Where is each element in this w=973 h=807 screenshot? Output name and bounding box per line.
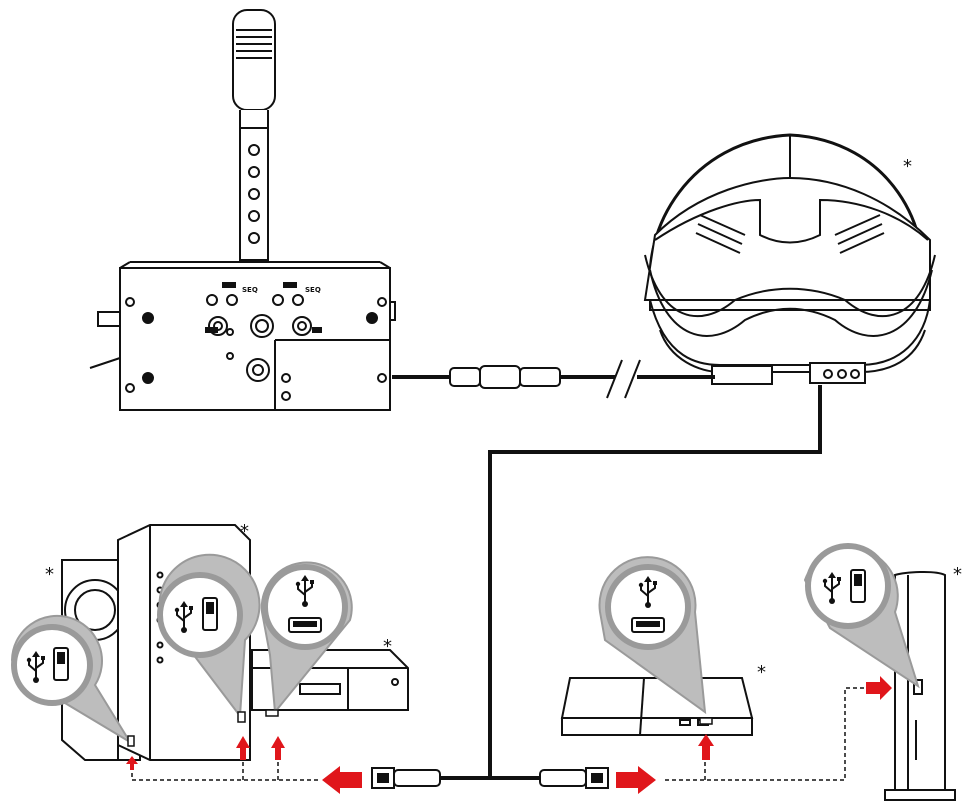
asterisk-ps5: * <box>953 564 962 585</box>
shifter-to-base-cable <box>392 359 715 399</box>
shifter-device <box>89 9 396 411</box>
shifter-marking-left: SEQ <box>242 286 258 294</box>
asterisk-ps4: * <box>757 662 766 683</box>
red-arrow-icon <box>126 756 138 770</box>
red-arrow-icon <box>322 766 362 794</box>
ps5-console <box>884 571 956 801</box>
red-arrow-icon <box>698 734 714 760</box>
ps4-console <box>560 677 754 736</box>
base-usb-cable <box>440 385 822 780</box>
shifter-marking-right: SEQ <box>305 286 321 294</box>
red-arrow-icon <box>271 736 285 760</box>
racing-wheel-base <box>643 133 936 385</box>
dashed-connection-lines <box>131 687 875 781</box>
red-arrow-icon <box>866 676 892 700</box>
asterisk-xbox-one: * <box>383 636 392 657</box>
usb-plug-right <box>539 767 609 789</box>
red-arrow-icon <box>236 736 250 760</box>
usb-callout-ps4 <box>598 556 707 715</box>
usb-callout-ps5 <box>803 543 920 689</box>
usb-callout-xbox-series-x <box>157 553 261 719</box>
red-arrows <box>126 676 892 794</box>
asterisk-xbox-series-x: * <box>240 521 249 542</box>
asterisk-wheel: * <box>903 156 912 177</box>
usb-callout-xbox-series-s <box>10 614 131 743</box>
usb-callout-xbox-one <box>260 561 353 715</box>
red-arrow-icon <box>616 766 656 794</box>
asterisk-xbox-series-s: * <box>45 564 54 585</box>
usb-plug-left <box>371 767 441 789</box>
